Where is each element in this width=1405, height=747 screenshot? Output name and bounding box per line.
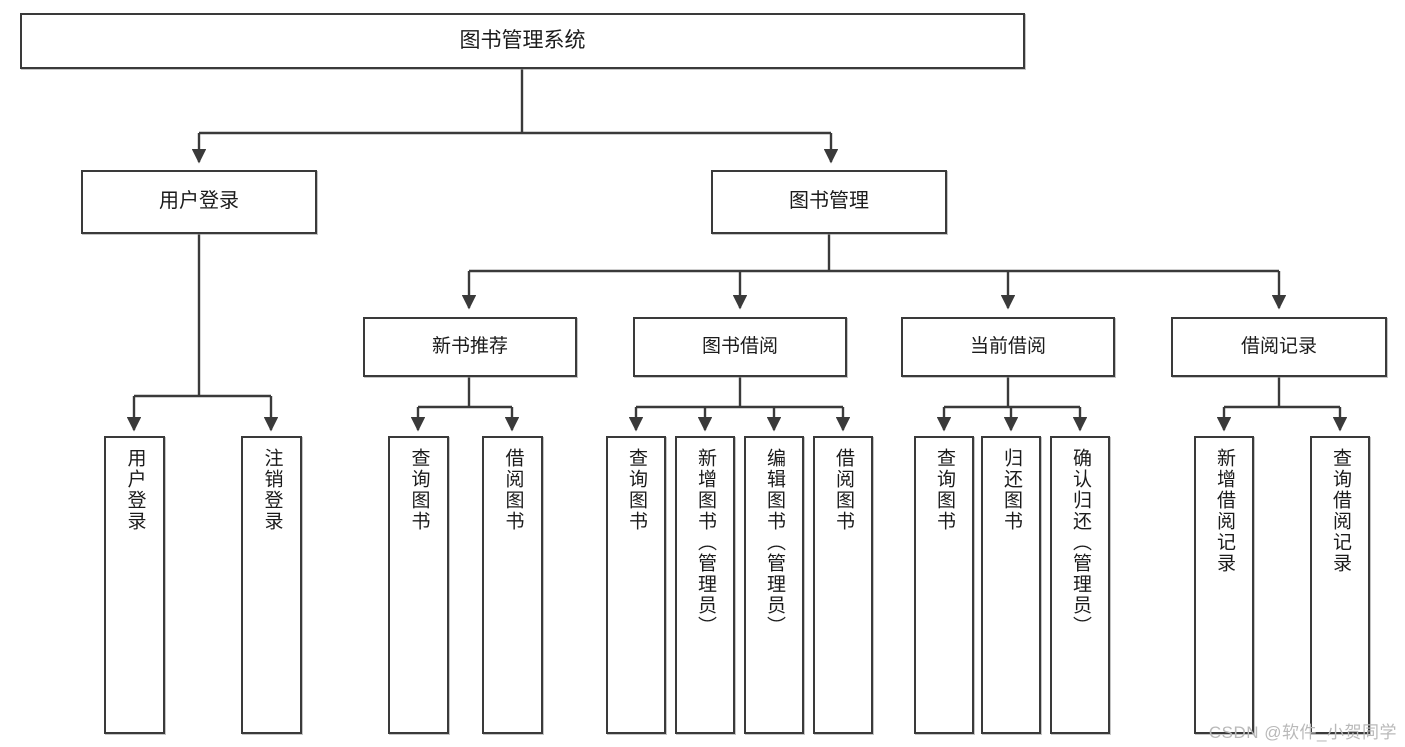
node-leaf-query-book-1-label: 查询图书 (408, 448, 430, 532)
node-leaf-add-record-label: 新增借阅记录 (1213, 448, 1235, 574)
node-leaf-user-login-label: 用户登录 (124, 448, 146, 532)
node-leaf-add-book-label: 新增图书（管理员） (694, 448, 716, 637)
watermark: CSDN @软件_小贺同学 (1208, 723, 1397, 742)
node-leaf-return-book-label: 归还图书 (1000, 448, 1022, 532)
node-leaf-borrow-book-2-label: 借阅图书 (832, 448, 854, 532)
node-leaf-add-book[interactable]: 新增图书（管理员） (675, 436, 735, 734)
node-new-book-recommend[interactable]: 新书推荐 (363, 317, 577, 377)
node-leaf-query-book-3[interactable]: 查询图书 (914, 436, 974, 734)
node-leaf-borrow-book-2[interactable]: 借阅图书 (813, 436, 873, 734)
node-leaf-user-login[interactable]: 用户登录 (104, 436, 165, 734)
node-new-book-recommend-label: 新书推荐 (431, 335, 508, 357)
node-book-borrow-label: 图书借阅 (701, 335, 778, 357)
node-leaf-query-record-label: 查询借阅记录 (1329, 448, 1351, 574)
node-user-login[interactable]: 用户登录 (81, 170, 317, 234)
node-leaf-confirm-return-label: 确认归还（管理员） (1069, 448, 1091, 637)
node-leaf-query-record[interactable]: 查询借阅记录 (1310, 436, 1370, 734)
node-leaf-edit-book-label: 编辑图书（管理员） (763, 448, 785, 637)
node-current-borrow-label: 当前借阅 (969, 335, 1046, 357)
node-user-login-label: 用户登录 (159, 190, 239, 213)
node-book-management[interactable]: 图书管理 (711, 170, 947, 234)
node-leaf-confirm-return[interactable]: 确认归还（管理员） (1050, 436, 1110, 734)
node-root-label: 图书管理系统 (459, 28, 586, 52)
node-book-borrow[interactable]: 图书借阅 (633, 317, 847, 377)
node-leaf-borrow-book-1[interactable]: 借阅图书 (482, 436, 543, 734)
node-borrow-record-label: 借阅记录 (1240, 335, 1317, 357)
node-borrow-record[interactable]: 借阅记录 (1171, 317, 1387, 377)
node-leaf-query-book-2[interactable]: 查询图书 (606, 436, 666, 734)
node-leaf-query-book-3-label: 查询图书 (933, 448, 955, 532)
node-leaf-edit-book[interactable]: 编辑图书（管理员） (744, 436, 804, 734)
node-root[interactable]: 图书管理系统 (20, 13, 1025, 69)
node-leaf-return-book[interactable]: 归还图书 (981, 436, 1041, 734)
node-leaf-logout-login[interactable]: 注销登录 (241, 436, 302, 734)
node-leaf-borrow-book-1-label: 借阅图书 (502, 448, 524, 532)
node-leaf-logout-login-label: 注销登录 (261, 448, 283, 532)
node-leaf-add-record[interactable]: 新增借阅记录 (1194, 436, 1254, 734)
node-book-management-label: 图书管理 (789, 190, 869, 213)
node-leaf-query-book-2-label: 查询图书 (625, 448, 647, 532)
node-leaf-query-book-1[interactable]: 查询图书 (388, 436, 449, 734)
node-current-borrow[interactable]: 当前借阅 (901, 317, 1115, 377)
